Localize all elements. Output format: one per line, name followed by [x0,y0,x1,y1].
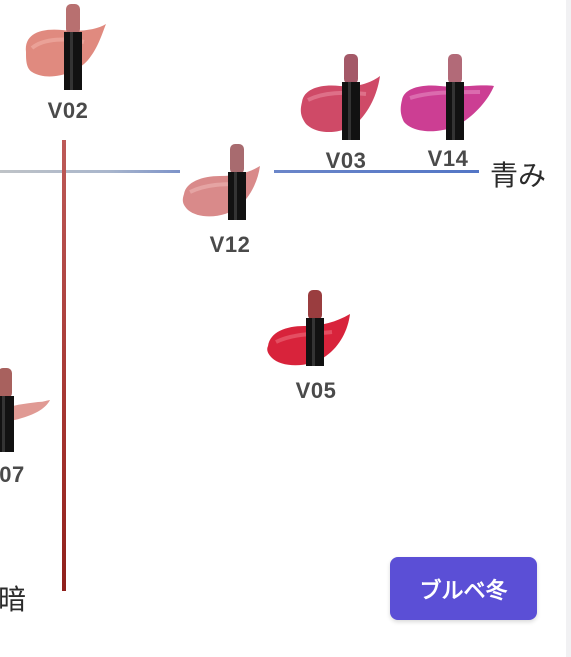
horizontal-axis-right [274,170,479,173]
horizontal-axis-left [0,170,180,173]
right-edge-strip [566,0,571,657]
lipstick-v12-image [182,144,260,220]
lipstick-v02-image [25,4,107,90]
product-code-v05: V05 [295,378,337,403]
product-code-v03: V03 [325,148,367,173]
product-code-v12: V12 [209,232,251,257]
lipstick-v14-image [400,54,494,140]
product-code-v14: V14 [427,146,469,171]
axis-label-blue: 青み [490,160,547,191]
lipstick-v07-image [0,368,50,452]
axis-label-dark: 暗 [0,584,27,615]
lipstick-v05-image [267,290,350,366]
season-blue-winter-button[interactable]: ブルベ冬 [390,557,537,620]
lipstick-v03-image [300,54,380,140]
product-code-v07: 07 [0,462,25,487]
vertical-axis [62,140,66,591]
product-code-v02: V02 [47,98,89,123]
